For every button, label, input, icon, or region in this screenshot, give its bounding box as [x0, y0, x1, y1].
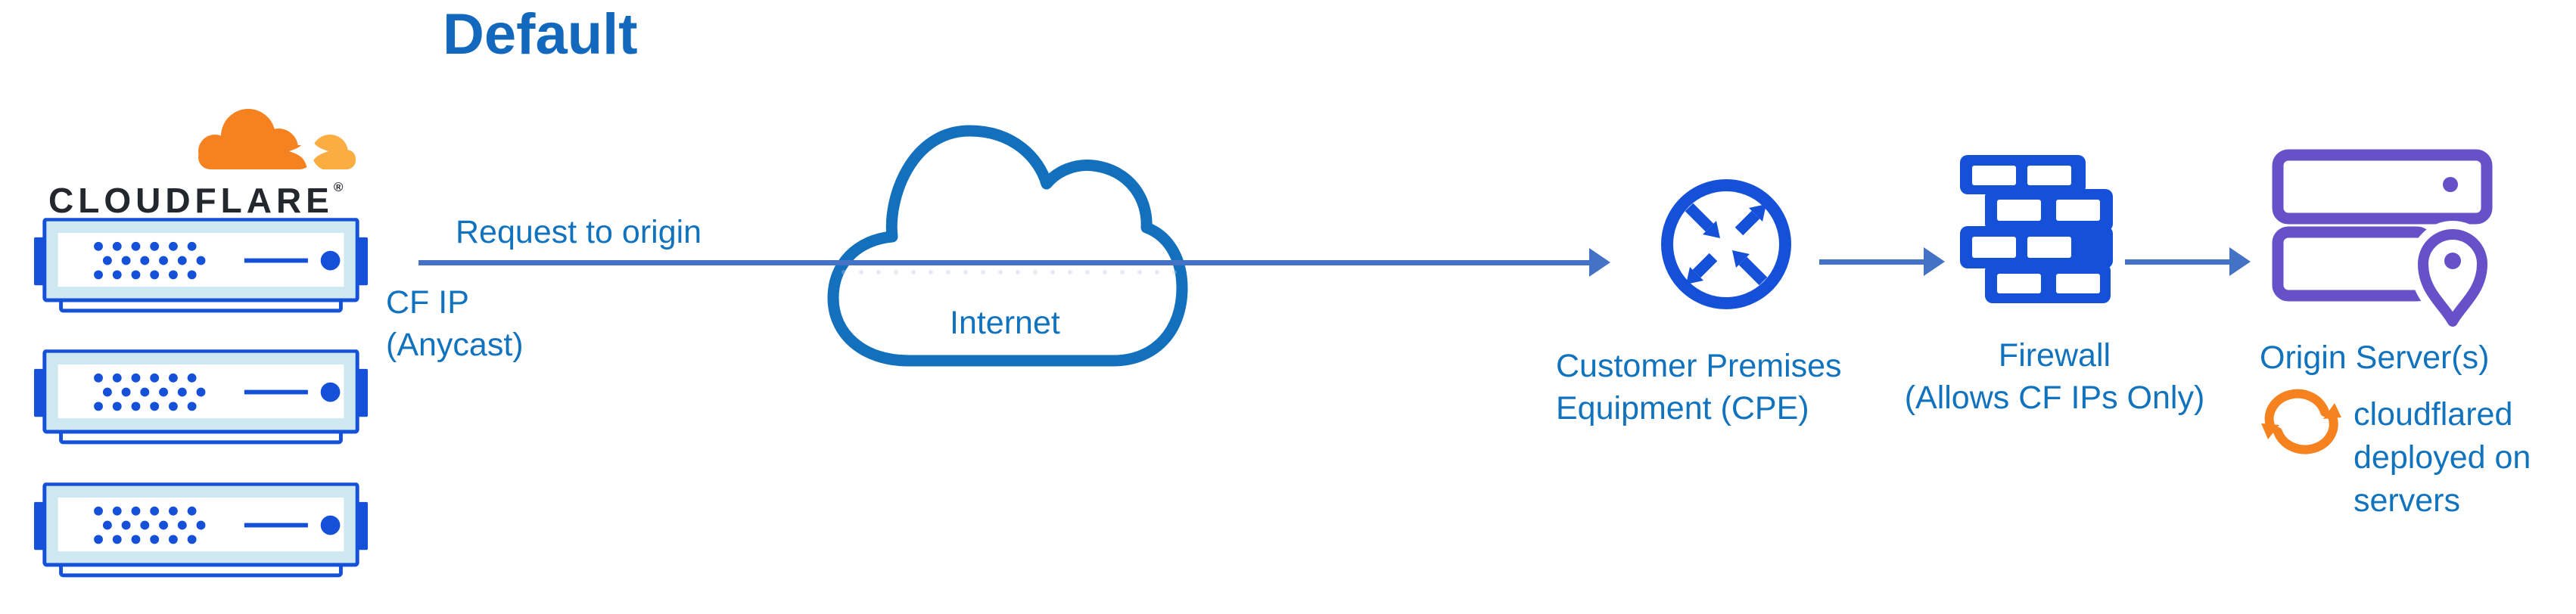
cpe-label-line1: Customer Premises	[1556, 348, 1842, 384]
internet-label: Internet	[950, 305, 1060, 341]
cloudflared-note-line3: servers	[2354, 482, 2460, 519]
cpe-label: Customer Premises Equipment (CPE)	[1556, 345, 1842, 429]
cloudflared-note-line2: deployed on	[2354, 439, 2531, 476]
cloudflare-wordmark-text: CLOUDFLARE	[48, 181, 334, 220]
request-to-origin-label: Request to origin	[456, 214, 702, 250]
anycast-line: (Anycast)	[386, 327, 524, 363]
firewall-label-line1: Firewall	[1998, 337, 2111, 374]
cloudflared-note-line1: cloudflared	[2354, 396, 2513, 433]
internet-cloud-icon	[827, 125, 1188, 367]
sync-arrows-icon	[2261, 389, 2341, 454]
cloudflare-logo-cloud-icon	[176, 109, 381, 181]
firewall-to-origin-line	[2125, 259, 2229, 265]
origin-server-label: Origin Server(s)	[2260, 340, 2490, 376]
cloudflare-server-icon	[33, 218, 369, 315]
arrow-head	[1589, 248, 1610, 277]
cf-ip-anycast-label: CF IP (Anycast)	[386, 281, 524, 366]
firewall-label-line2: (Allows CF IPs Only)	[1904, 380, 2205, 416]
arrow-head	[2229, 247, 2251, 276]
firewall-icon	[1960, 155, 2113, 303]
request-flow-line	[418, 260, 1589, 265]
cloudflare-server-icon	[33, 349, 369, 447]
origin-server-icon	[2272, 149, 2497, 350]
registered-mark: ®	[333, 180, 344, 194]
cpe-label-line2: Equipment (CPE)	[1556, 390, 1809, 426]
diagram-title: Default	[443, 2, 638, 67]
cloudflare-wordmark: CLOUDFLARE®	[48, 180, 343, 221]
firewall-label: Firewall (Allows CF IPs Only)	[1892, 334, 2217, 419]
cpe-to-firewall-line	[1819, 259, 1924, 265]
cf-ip-line: CF IP	[386, 284, 469, 321]
location-pin-icon	[2409, 221, 2497, 350]
cloudflare-server-icon	[33, 482, 369, 580]
faint-dotted-line	[842, 270, 1184, 274]
arrow-head	[1924, 247, 1945, 276]
cpe-router-icon	[1661, 179, 1791, 309]
cloudflared-note: cloudflared deployed on servers	[2354, 393, 2531, 523]
